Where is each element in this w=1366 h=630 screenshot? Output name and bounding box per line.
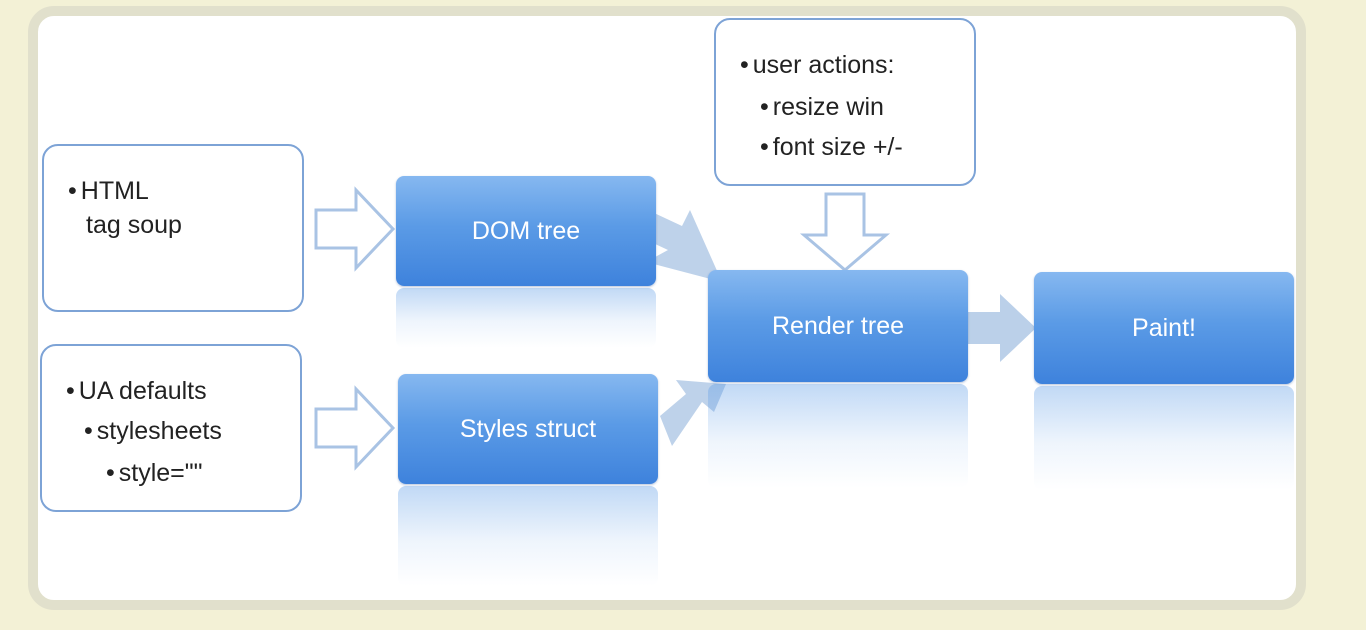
paint-box: Paint! (1034, 272, 1294, 384)
styles-struct-reflection (398, 486, 658, 586)
render-tree-box: Render tree (708, 270, 968, 382)
note-css-line-2: stylesheets (84, 414, 222, 448)
arrow-render-to-paint (968, 294, 1036, 362)
note-actions-line-2: resize win (760, 90, 884, 124)
user-actions-note: user actions: resize win font size +/- (714, 18, 976, 186)
paint-label: Paint! (1132, 313, 1196, 342)
note-css-line-1: UA defaults (66, 374, 207, 408)
note-html-line-1: HTML (68, 174, 149, 208)
styles-struct-label: Styles struct (459, 414, 597, 443)
arrow-actions-to-render (799, 192, 891, 272)
arrow-html-to-dom (314, 186, 396, 272)
html-source-note: HTML tag soup (42, 144, 304, 312)
diagram-canvas: HTML tag soup UA defaults stylesheets st… (38, 16, 1296, 600)
styles-struct-box: Styles struct (398, 374, 658, 484)
css-source-note: UA defaults stylesheets style="" (40, 344, 302, 512)
arrow-css-to-styles (314, 385, 396, 471)
render-tree-label: Render tree (771, 311, 905, 340)
dom-tree-box: DOM tree (396, 176, 656, 286)
note-css-line-3: style="" (106, 456, 203, 490)
note-actions-line-3: font size +/- (760, 130, 903, 164)
note-actions-line-1: user actions: (740, 48, 895, 82)
paint-reflection (1034, 386, 1294, 490)
dom-tree-reflection (396, 288, 656, 348)
diagram-frame: HTML tag soup UA defaults stylesheets st… (28, 6, 1306, 610)
note-html-line-2: tag soup (86, 211, 182, 239)
render-tree-reflection (708, 384, 968, 488)
dom-tree-label: DOM tree (471, 216, 581, 245)
